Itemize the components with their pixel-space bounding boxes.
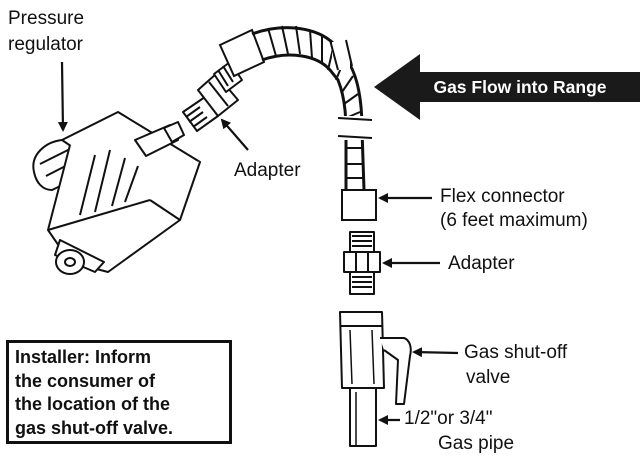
gas-flow-banner: Gas Flow into Range xyxy=(404,74,636,100)
lower-adapter-illustration xyxy=(343,231,381,295)
installer-note-line: the consumer of xyxy=(15,370,156,391)
flex-connector-illustration xyxy=(218,25,377,221)
leader-arrows xyxy=(57,61,459,425)
installer-note-box: Installer: Inform the consumer of the lo… xyxy=(6,340,232,444)
installer-note-line: gas shut-off valve. xyxy=(15,417,174,438)
gas-pipe-label: 1/2"or 3/4" Gas pipe xyxy=(404,408,515,454)
flex-connector-label: Flex connector (6 feet maximum) xyxy=(440,186,588,231)
arrow-to-upper-adapter xyxy=(220,118,249,151)
shutoff-valve-illustration xyxy=(339,311,412,447)
upper-adapter-label: Adapter xyxy=(234,160,301,181)
pressure-regulator-illustration xyxy=(32,111,201,275)
arrow-to-regulator xyxy=(57,61,68,132)
shutoff-valve-label: Gas shut-off valve xyxy=(464,342,568,388)
pressure-regulator-label: Pressure regulator xyxy=(8,8,85,55)
installer-note-line: the location of the xyxy=(15,394,170,414)
installer-note-line: Installer: Inform xyxy=(15,347,152,367)
lower-adapter-label: Adapter xyxy=(448,253,515,274)
arrow-to-shutoff-valve xyxy=(412,347,459,358)
